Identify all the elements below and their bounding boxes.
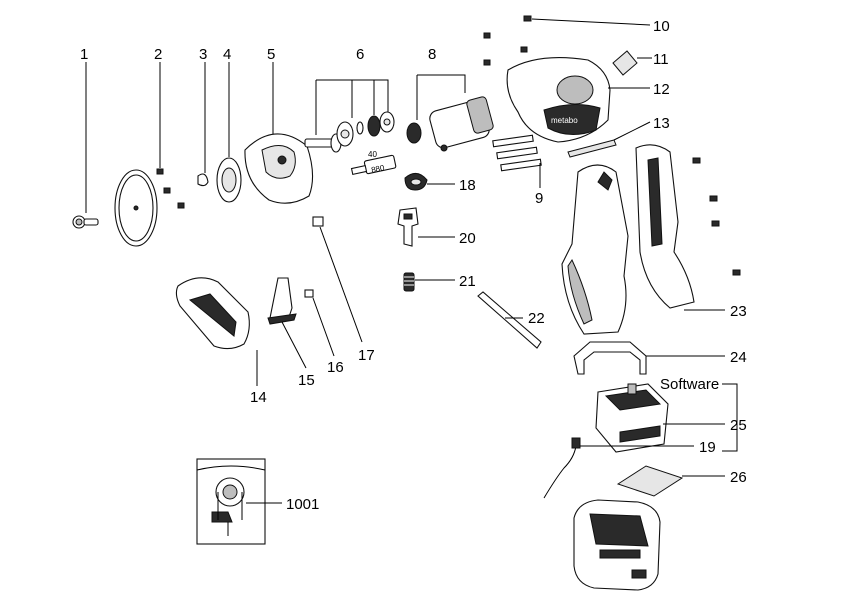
part-18-button: [404, 173, 455, 191]
label-1001: 1001: [286, 496, 319, 513]
part-19-cable: [543, 437, 694, 499]
label-5: 5: [267, 46, 275, 63]
part-9-pads: [492, 134, 542, 188]
label-16: 16: [327, 359, 344, 376]
label-13: 13: [653, 115, 670, 132]
label-3: 3: [199, 46, 207, 63]
label-20: 20: [459, 230, 476, 247]
part-6-spindle-set: [304, 79, 395, 153]
part-15-bracket: [267, 277, 307, 369]
part-14-lower-guard: [175, 277, 258, 386]
part-23-housing-right: [635, 144, 741, 311]
grease-tube: 40 880: [350, 150, 397, 176]
label-24: 24: [730, 349, 747, 366]
label-19: 19: [699, 439, 716, 456]
software-label: Software: [660, 376, 719, 393]
part-13-strip: [567, 121, 651, 158]
label-14: 14: [250, 389, 267, 406]
label-15: 15: [298, 372, 315, 389]
tube-code: 880: [370, 163, 385, 175]
battery-pack: [573, 499, 661, 591]
motor-housing-left: [561, 164, 629, 335]
part-22-hex-key: [477, 291, 542, 349]
label-6: 6: [356, 46, 364, 63]
label-23: 23: [730, 303, 747, 320]
part-24-contact-bracket: [573, 341, 725, 375]
part-21-spring: [403, 272, 455, 292]
part-17-spring-clip: [312, 216, 363, 343]
part-4-plate: [216, 62, 242, 203]
label-18: 18: [459, 177, 476, 194]
cutting-disc: [114, 169, 158, 247]
part-16-pin: [304, 289, 335, 357]
part-25-electronics: [595, 383, 738, 453]
label-11: 11: [653, 51, 669, 68]
inset-detail-1001: [196, 458, 282, 545]
label-4: 4: [223, 46, 231, 63]
label-22: 22: [528, 310, 545, 327]
label-8: 8: [428, 46, 436, 63]
label-12: 12: [653, 81, 670, 98]
part-12-gear-housing: metabo: [506, 56, 650, 143]
part-1-flange-nut: [72, 215, 99, 229]
tube-weight: 40: [368, 150, 377, 159]
label-26: 26: [730, 469, 747, 486]
label-9: 9: [535, 190, 543, 207]
label-21: 21: [459, 273, 476, 290]
part-26-card: [616, 465, 725, 497]
label-17: 17: [358, 347, 375, 364]
part-11-label: [612, 50, 652, 76]
brand-mark: metabo: [551, 116, 578, 125]
part-3-clip: [197, 62, 209, 187]
part-10-screws: [483, 15, 651, 66]
part-2-screws: [156, 62, 185, 209]
part-5-guard: [244, 62, 314, 204]
label-1: 1: [80, 46, 88, 63]
label-2: 2: [154, 46, 162, 63]
part-8-motor: [406, 74, 494, 152]
label-10: 10: [653, 18, 670, 35]
label-25: 25: [730, 417, 747, 434]
part-20-switch: [397, 207, 455, 247]
